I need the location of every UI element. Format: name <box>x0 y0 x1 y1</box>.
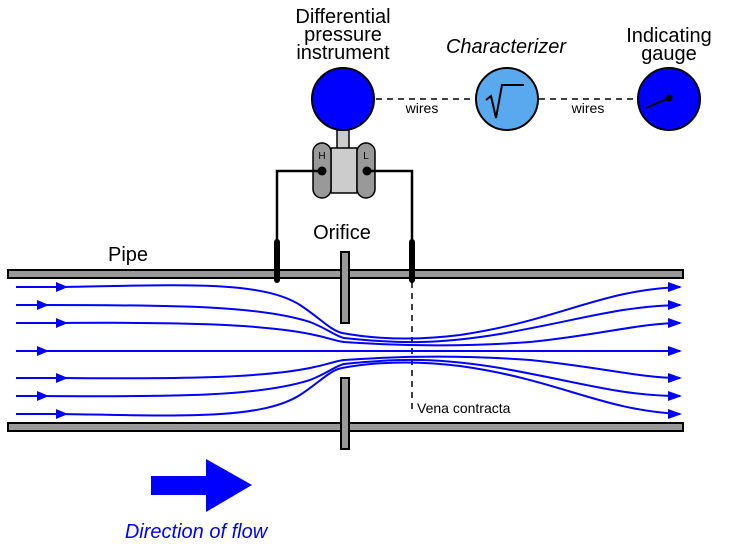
streamline-6 <box>16 358 681 398</box>
vena-contracta-label: Vena contracta <box>417 400 511 416</box>
gauge-label-line2: gauge <box>641 43 697 65</box>
dp-label-line2: pressure <box>304 24 382 46</box>
direction-of-flow-label: Direction of flow <box>125 521 269 543</box>
dp-instrument-head[interactable] <box>311 67 375 131</box>
transmitter-neck <box>336 129 350 151</box>
orifice-label: Orifice <box>313 222 371 244</box>
outlet-arrow-3 <box>668 318 682 328</box>
square-root-icon <box>485 84 524 119</box>
gauge-label-line1: Indicating <box>626 25 712 47</box>
low-impulse-tube <box>367 169 414 242</box>
streamline-7 <box>16 361 681 417</box>
streamline-2 <box>16 304 681 344</box>
inlet-arrow-5 <box>56 373 68 383</box>
indicating-gauge[interactable] <box>637 67 701 131</box>
orifice-plate-bottom <box>340 377 350 450</box>
outlet-arrow-5 <box>668 373 682 383</box>
low-port-label: L <box>363 151 369 162</box>
wires-label-left: wires <box>405 100 439 116</box>
streamline-3 <box>16 321 681 347</box>
inlet-arrow-1 <box>56 282 68 292</box>
inlet-arrow-4 <box>37 346 49 356</box>
dp-transmitter[interactable]: H L <box>312 142 376 199</box>
orifice-plate-top <box>340 251 350 324</box>
outlet-arrow-6 <box>668 391 682 401</box>
outlet-arrow-4 <box>668 346 682 356</box>
transmitter-body <box>330 147 358 194</box>
high-impulse-tube <box>275 169 322 242</box>
high-port-label: H <box>318 151 325 162</box>
outlet-arrow-1 <box>668 282 682 292</box>
outlet-arrow-7 <box>668 409 682 419</box>
gauge-needle-icon <box>645 97 670 109</box>
characterizer[interactable] <box>475 67 539 131</box>
streamline-5 <box>16 355 681 380</box>
outlet-arrow-2 <box>668 300 682 310</box>
dp-label-line1: Differential <box>295 6 390 28</box>
characterizer-label: Characterizer <box>446 36 567 58</box>
characterizer-body <box>475 67 539 131</box>
inlet-arrow-7 <box>56 409 68 419</box>
dp-label-line3: instrument <box>296 42 390 64</box>
inlet-arrow-6 <box>37 391 49 401</box>
wires-label-right: wires <box>571 100 605 116</box>
pipe-label: Pipe <box>108 244 148 266</box>
gauge-pivot <box>665 94 673 102</box>
inlet-arrow-2 <box>37 300 49 310</box>
streamlines <box>16 282 682 419</box>
streamline-1 <box>16 284 681 340</box>
right-arrow-icon <box>151 459 252 512</box>
inlet-arrow-3 <box>56 318 68 328</box>
